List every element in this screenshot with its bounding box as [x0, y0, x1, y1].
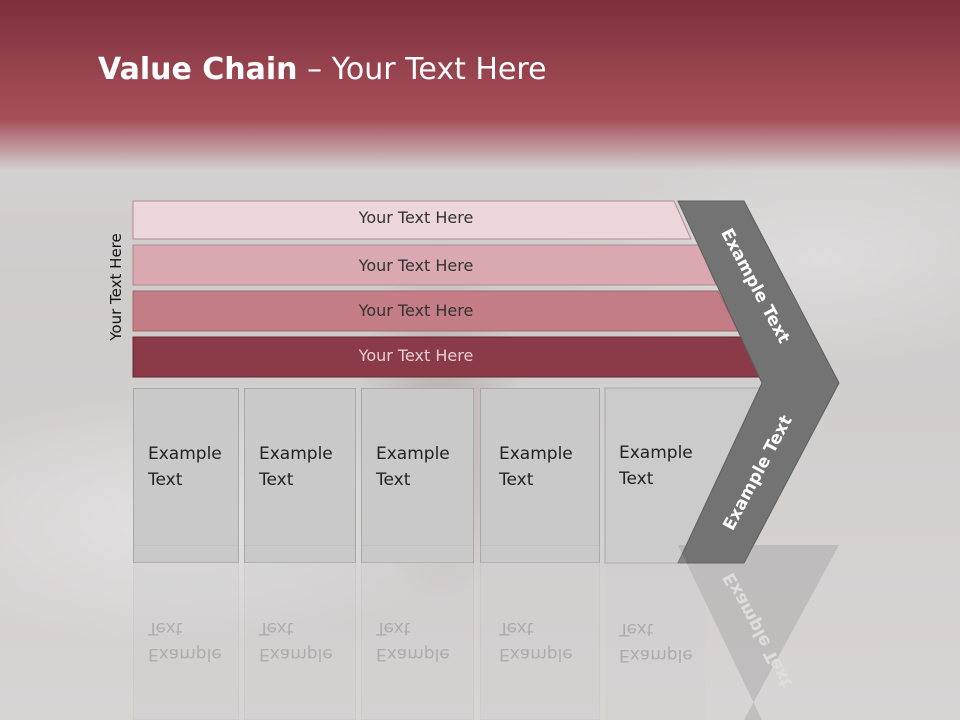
box-1-line2: Text — [148, 470, 183, 490]
bar-1-label: Your Text Here — [358, 208, 474, 227]
title-band — [0, 0, 960, 170]
box-5-line2: Text — [619, 469, 654, 489]
title-rest: – Your Text Here — [297, 52, 547, 87]
box-3-line1: Example — [376, 444, 450, 464]
bar-3-label: Your Text Here — [358, 301, 474, 320]
box-2-line1: Example — [259, 444, 333, 464]
chevron-arrow[interactable] — [677, 200, 840, 564]
box-1-line1: Example — [148, 444, 222, 464]
box-4-line2: Text — [499, 470, 534, 490]
box-2-line2: Text — [259, 470, 294, 490]
box-5-line1: Example — [619, 443, 693, 463]
box-3-line2: Text — [376, 470, 411, 490]
bar-2-label: Your Text Here — [358, 256, 474, 275]
bar-4-label: Your Text Here — [358, 346, 474, 365]
slide-title[interactable]: Value Chain – Your Text Here — [98, 52, 547, 87]
bar-2[interactable] — [132, 244, 717, 286]
title-bold: Value Chain — [98, 52, 298, 87]
bar-1[interactable] — [132, 200, 692, 240]
box-4-line1: Example — [499, 444, 573, 464]
